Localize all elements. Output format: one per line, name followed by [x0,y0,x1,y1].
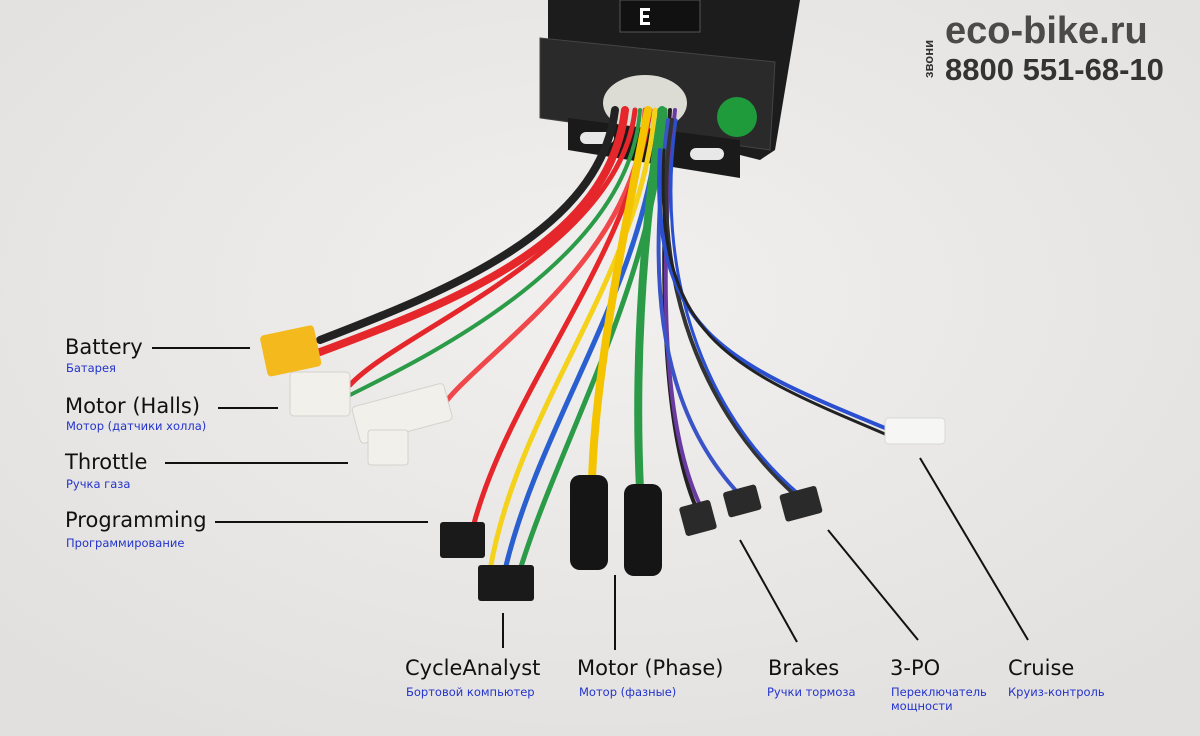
label-throttle: Throttle [65,450,148,474]
label-3pos: 3-PO [890,656,941,680]
watermark-call: звони [921,39,936,78]
watermark-site: eco-bike.ru [945,10,1148,52]
label-battery: Battery [65,335,143,359]
connectors [260,325,946,601]
label-halls: Motor (Halls) [65,394,201,418]
label-programming-ru: Программирование [66,536,185,550]
label-3pos-ru: Переключатель мощности [891,685,987,714]
label-brakes-ru: Ручки тормоза [767,685,856,699]
label-phase: Motor (Phase) [577,656,724,680]
logo-mark-icon [640,8,650,25]
label-programming: Programming [65,508,207,532]
label-battery-ru: Батарея [66,361,116,375]
label-cruise-ru: Круиз-контроль [1008,685,1105,699]
label-brakes: Brakes [768,656,840,680]
label-cycleanalyst-ru: Бортовой компьютер [406,685,535,699]
leader-lines [152,347,1029,650]
label-cycleanalyst: CycleAnalyst [405,656,541,680]
wires [316,106,887,573]
label-cruise: Cruise [1008,656,1075,680]
watermark-phone: 8800 551-68-10 [945,52,1164,87]
label-phase-ru: Мотор (фазные) [579,685,677,699]
label-throttle-ru: Ручка газа [66,477,131,491]
label-halls-ru: Мотор (датчики холла) [66,419,207,433]
